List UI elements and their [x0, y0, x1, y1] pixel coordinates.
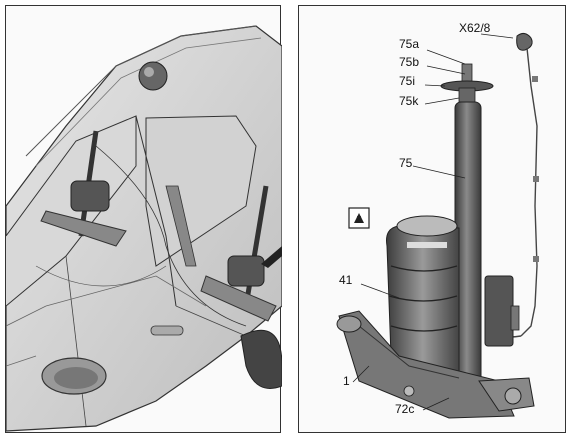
- air-strut-panel: X62/8 75a 75b 75i 75k 75 41 1 72c: [298, 5, 566, 433]
- air-strut-illustration: [336, 32, 539, 419]
- car-cutaway-panel: [5, 5, 282, 433]
- warning-symbol-icon: [348, 207, 370, 229]
- callout-72c: 72c: [395, 402, 415, 416]
- callout-1: 1: [343, 374, 350, 388]
- callout-75i: 75i: [399, 74, 416, 88]
- car-cutaway-illustration: [6, 25, 282, 432]
- callout-41: 41: [339, 273, 353, 287]
- callout-75k: 75k: [399, 94, 419, 108]
- callout-75b: 75b: [399, 55, 420, 69]
- callout-x62-8: X62/8: [459, 21, 491, 35]
- callout-75: 75: [399, 156, 413, 170]
- callout-75a: 75a: [399, 37, 420, 51]
